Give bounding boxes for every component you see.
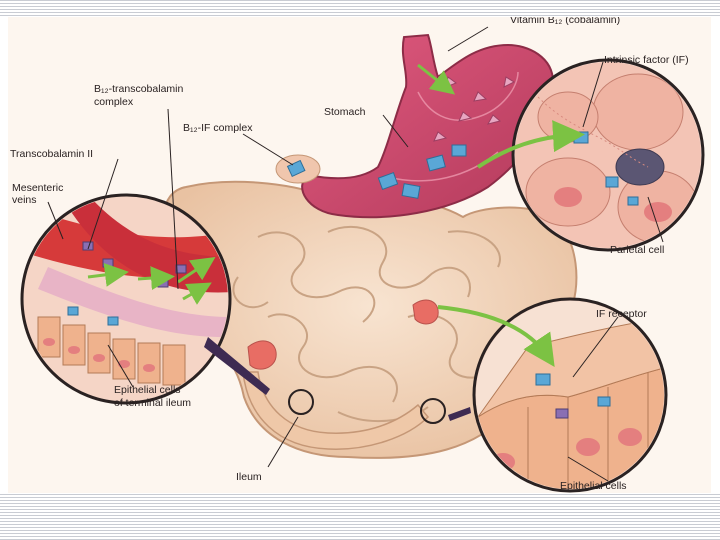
label-epithelial-terminal-line1: Epithelial cells bbox=[114, 384, 181, 396]
label-transcobalamin-ii: Transcobalamin II bbox=[10, 148, 93, 160]
label-mesenteric-line1: Mesenteric bbox=[12, 182, 63, 194]
top-stripe-decoration bbox=[0, 0, 720, 16]
label-b12-if-complex: B₁₂-IF complex bbox=[183, 122, 253, 134]
label-b12-tc-complex-line2: complex bbox=[94, 96, 134, 108]
bottom-stripe-decoration bbox=[0, 494, 720, 540]
label-b12-tc-complex-line1: B₁₂-transcobalamin bbox=[94, 83, 183, 95]
b12-if-complex-duodenum bbox=[276, 155, 320, 183]
label-epithelial-cells: Epithelial cells bbox=[560, 480, 627, 492]
diagram-slide: Vitamin B₁₂ (cobalamin) Intrinsic factor… bbox=[8, 17, 711, 493]
label-if-receptor: IF receptor bbox=[596, 308, 647, 320]
stomach bbox=[302, 35, 553, 217]
b12-absorption-diagram: Vitamin B₁₂ (cobalamin) Intrinsic factor… bbox=[8, 17, 711, 493]
label-intrinsic-factor: Intrinsic factor (IF) bbox=[604, 54, 689, 66]
label-ileum: Ileum bbox=[236, 471, 262, 483]
label-mesenteric-line2: veins bbox=[12, 194, 37, 206]
label-vitamin-b12: Vitamin B₁₂ (cobalamin) bbox=[510, 17, 620, 26]
label-parietal-cell: Parietal cell bbox=[610, 244, 664, 256]
label-stomach: Stomach bbox=[324, 106, 366, 118]
label-epithelial-terminal-line2: of terminal ileum bbox=[114, 397, 191, 409]
